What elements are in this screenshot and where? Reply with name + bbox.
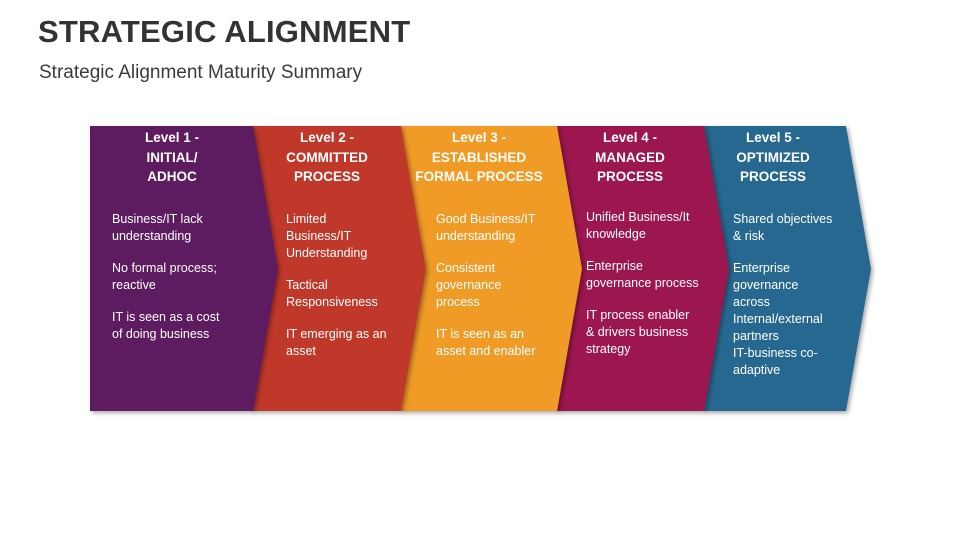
- level-5-chevron: [703, 126, 871, 411]
- level-3-chevron: [400, 126, 582, 411]
- level-4-title: Level 4 - MANAGED PROCESS: [562, 128, 698, 187]
- level-3-item: IT is seen as an asset and enabler: [436, 327, 536, 358]
- level-2-title: Level 2 - COMMITTED PROCESS: [258, 128, 396, 187]
- level-3-title-line: ESTABLISHED: [431, 149, 527, 165]
- level-4-item: Unified Business/It knowledge: [586, 210, 690, 241]
- level-5-title-line: PROCESS: [739, 169, 807, 184]
- level-5-title-line: Level 5 -: [745, 130, 801, 145]
- level-2-title-line: Level 2 -: [299, 130, 355, 145]
- level-3-title: Level 3 - ESTABLISHED FORMAL PROCESS: [408, 128, 550, 187]
- level-4-items: Unified Business/It knowledge Enterprise…: [586, 209, 700, 373]
- level-4-item: IT process enabler & drivers business st…: [586, 308, 690, 356]
- level-2-chevron: [252, 126, 426, 411]
- level-2-item: Tactical Responsiveness: [286, 278, 378, 309]
- level-2-title-line: COMMITTED: [286, 149, 368, 165]
- level-4-title-line: MANAGED: [595, 149, 665, 165]
- level-1-items: Business/IT lack understanding No formal…: [112, 211, 232, 358]
- level-2-items: Limited Business/IT Understanding Tactic…: [286, 211, 392, 375]
- level-5-item: IT-business co-adaptive: [733, 346, 818, 377]
- level-2-title-line: PROCESS: [293, 169, 361, 184]
- level-1-chevron: [90, 126, 278, 411]
- level-4-item: Enterprise governance process: [586, 259, 699, 290]
- level-5-item: Shared objectives & risk: [733, 212, 833, 243]
- level-5-title: Level 5 - OPTIMIZED PROCESS: [708, 128, 838, 187]
- level-4-title-line: PROCESS: [596, 169, 664, 184]
- level-1-title-line: ADHOC: [147, 169, 197, 184]
- level-3-title-line: FORMAL PROCESS: [415, 169, 543, 184]
- level-3-item: Good Business/IT understanding: [436, 212, 536, 243]
- level-1-title-line: Level 1 -: [144, 130, 200, 145]
- level-1-item: IT is seen as a cost of doing business: [112, 310, 220, 341]
- page-title: STRATEGIC ALIGNMENT: [38, 14, 411, 49]
- level-1-item: Business/IT lack understanding: [112, 212, 203, 243]
- page-subtitle: Strategic Alignment Maturity Summary: [39, 62, 363, 83]
- level-3-title-line: Level 3 -: [451, 130, 507, 145]
- level-2-item: Limited Business/IT Understanding: [286, 212, 368, 260]
- level-1-item: No formal process; reactive: [112, 261, 217, 292]
- level-4-title-line: Level 4 -: [602, 130, 658, 145]
- level-3-items: Good Business/IT understanding Consisten…: [436, 211, 546, 375]
- level-2-item: IT emerging as an asset: [286, 327, 387, 358]
- level-5-item: Enterprise governance across Internal/ex…: [733, 261, 823, 343]
- level-1-title: Level 1 - INITIAL/ ADHOC: [98, 128, 246, 187]
- level-5-items: Shared objectives & risk Enterprise gove…: [733, 211, 837, 394]
- level-4-chevron: [556, 126, 729, 411]
- level-3-item: Consistent governance process: [436, 261, 502, 309]
- level-5-title-line: OPTIMIZED: [736, 149, 810, 165]
- level-1-title-line: INITIAL/: [146, 149, 198, 165]
